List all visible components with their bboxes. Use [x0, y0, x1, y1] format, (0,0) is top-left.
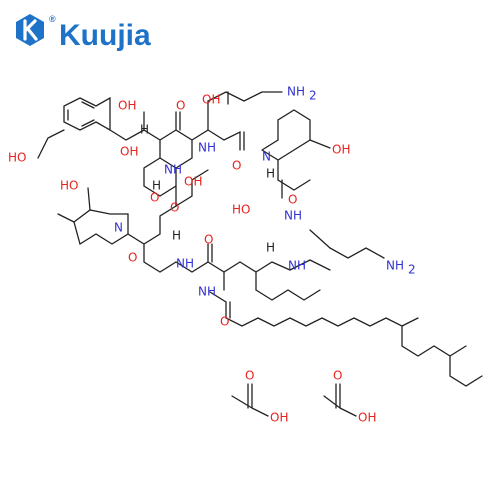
o-mid-label: O: [232, 159, 241, 173]
oh-top-label: OH: [202, 93, 220, 107]
ho-phenol-label: HO: [8, 151, 26, 165]
acetate-1: O OH: [245, 369, 288, 425]
o-left2-label: O: [170, 201, 179, 215]
nh-chain-label: NH: [198, 285, 216, 299]
acetate-1-oh-label: OH: [270, 411, 288, 425]
nh-side-label: NH: [288, 259, 306, 273]
nh-left-label: NH: [164, 163, 182, 177]
nh-top-label: NH: [198, 141, 216, 155]
ho-hyp-label: HO: [60, 179, 78, 193]
nh-mid-label: NH: [176, 257, 194, 271]
nh2-top-subscript: 2: [309, 89, 317, 103]
oh-aryl-benzyl-label: OH: [118, 99, 136, 113]
logo-registered-mark: ®: [49, 14, 56, 24]
kuujia-logo: Kuujia ®: [16, 14, 151, 52]
nh-right-label: NH: [284, 209, 302, 223]
acetate-2: O OH: [333, 369, 376, 425]
acetate-1-o-label: O: [245, 369, 254, 383]
n-pro-label: N: [262, 150, 271, 164]
acetate-2-oh-label: OH: [358, 411, 376, 425]
o-center-label: O: [204, 233, 213, 247]
k-glyph-icon: [23, 19, 38, 41]
o-chain-label: O: [220, 315, 229, 329]
o-left-label: O: [150, 191, 159, 205]
h-hyp-label: H: [172, 229, 181, 243]
o-right-label: O: [288, 193, 297, 207]
h-a-label: H: [140, 123, 149, 137]
nh2-top-label: NH: [287, 85, 305, 99]
o-hyp-label: O: [128, 251, 137, 265]
o-top-label: O: [176, 99, 185, 113]
oh-thr-label: OH: [184, 175, 202, 189]
bond-lines: [37, 91, 483, 417]
n-hyp-label: N: [114, 221, 123, 235]
nh2-side-subscript: 2: [408, 263, 416, 277]
acetate-2-o-label: O: [333, 369, 342, 383]
h-center-label: H: [266, 241, 275, 255]
h-pro-label: H: [266, 167, 275, 181]
logo-text: Kuujia: [59, 19, 151, 52]
nh2-side-label: NH: [386, 259, 404, 273]
atom-labels: NH 2 OH O OH NH HO H OH NH O N OH OH HO …: [8, 85, 416, 329]
ho-right-label: HO: [232, 203, 250, 217]
oh-b-label: OH: [120, 145, 138, 159]
h-thr-label: H: [152, 179, 161, 193]
oh-pro-label: OH: [332, 143, 350, 157]
